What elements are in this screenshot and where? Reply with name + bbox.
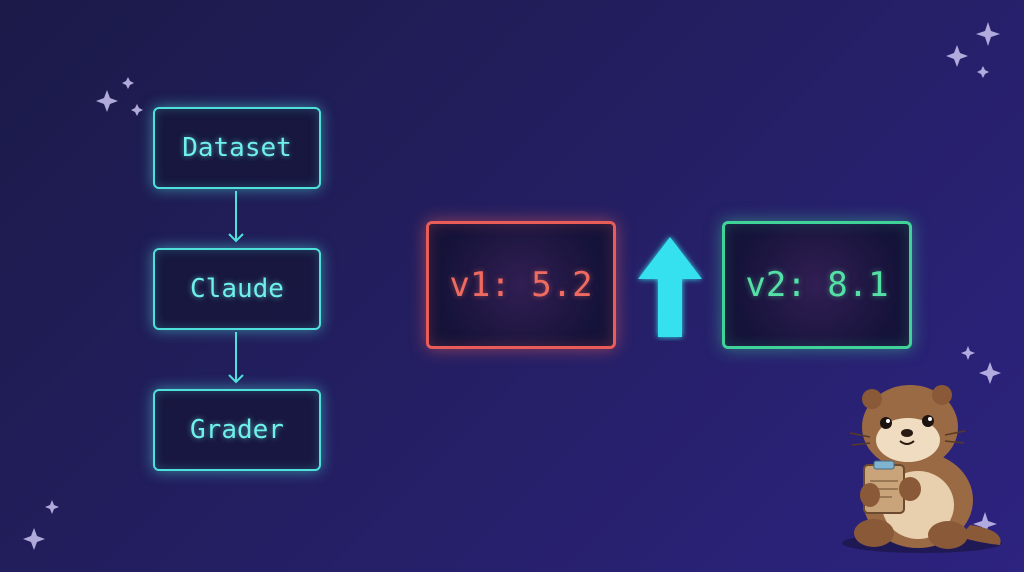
score-box-v2: v2: 8.1 <box>722 221 912 349</box>
sparkle-icon <box>979 362 1001 384</box>
up-arrow-icon <box>638 237 702 337</box>
pipeline-node-grader: Grader <box>153 389 321 471</box>
sparkle-icon <box>961 346 975 360</box>
otter-mascot <box>842 385 1002 553</box>
connector-arrow-2 <box>228 332 244 384</box>
pipeline-node-claude: Claude <box>153 248 321 330</box>
sparkle-icon <box>96 90 118 112</box>
pipeline-node-label: Grader <box>190 415 284 445</box>
score-label-v1: v1: 5.2 <box>449 265 593 305</box>
sparkle-icon <box>122 77 134 89</box>
sparkle-icon <box>973 512 997 536</box>
sparkle-icon <box>976 22 1000 46</box>
sparkle-icon <box>23 528 45 550</box>
sparkle-icon <box>45 500 59 514</box>
connector-arrow-1 <box>228 191 244 243</box>
score-box-v1: v1: 5.2 <box>426 221 616 349</box>
sparkle-icon <box>977 66 989 78</box>
sparkle-icon <box>131 104 143 116</box>
pipeline-node-dataset: Dataset <box>153 107 321 189</box>
sparkle-icon <box>946 45 968 67</box>
score-label-v2: v2: 8.1 <box>745 265 889 305</box>
pipeline-node-label: Dataset <box>182 133 292 163</box>
pipeline-node-label: Claude <box>190 274 284 304</box>
